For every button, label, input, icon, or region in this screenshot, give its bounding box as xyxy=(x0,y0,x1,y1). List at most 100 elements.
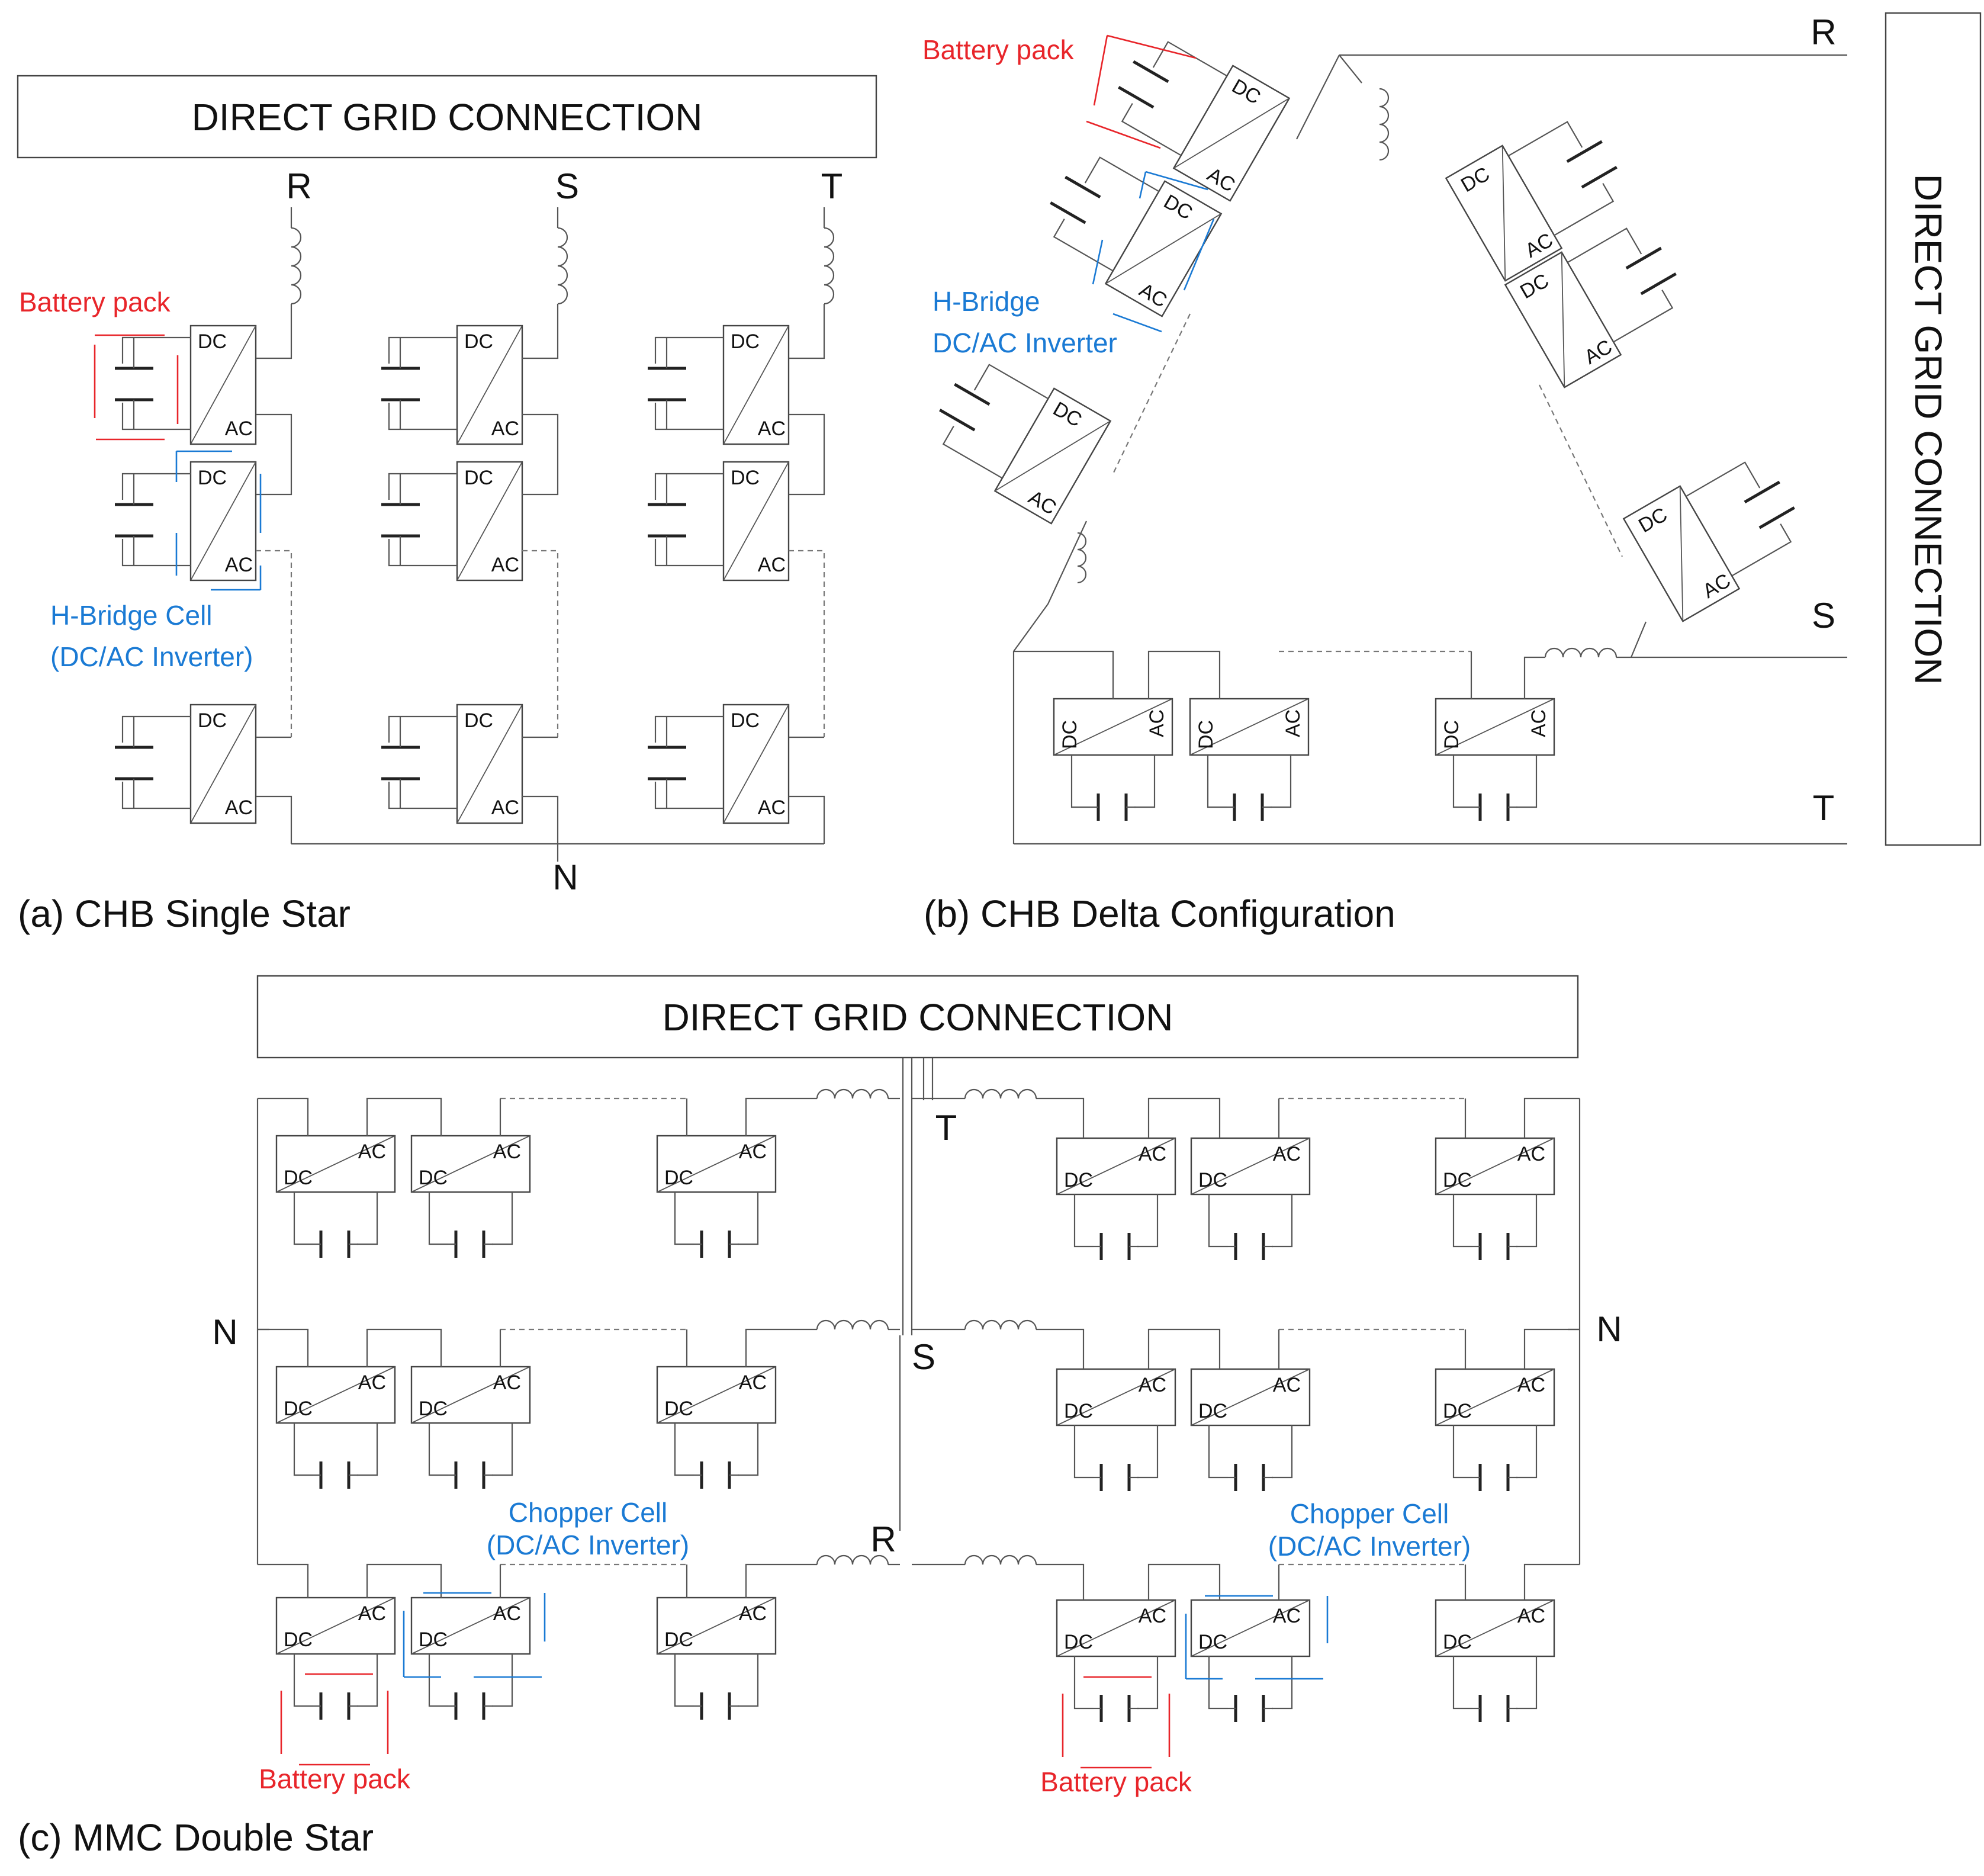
phase-label-t-a: T xyxy=(821,166,843,206)
ac-label: AC xyxy=(493,1602,521,1625)
panel-c: DIRECT GRID CONNECTION T S R N N ACDCACD… xyxy=(18,975,1622,1859)
hbridge-cell: DC AC xyxy=(644,704,790,824)
grid-connection-label-a: DIRECT GRID CONNECTION xyxy=(192,96,703,139)
dc-label: DC xyxy=(731,709,760,732)
battery-pack-highlight-b xyxy=(1086,34,1197,149)
chopper-cell: AC DC xyxy=(1435,1137,1555,1261)
ac-label: AC xyxy=(225,554,253,576)
ac-label: AC xyxy=(739,1602,767,1625)
neutral-label-a: N xyxy=(552,857,578,897)
dc-label: DC xyxy=(419,1398,448,1420)
phase-label-r-c: R xyxy=(870,1520,896,1559)
dc-label: DC xyxy=(1198,1400,1227,1422)
ac-label: AC xyxy=(1139,1374,1166,1396)
dc-label: DC xyxy=(1198,1169,1227,1191)
dc-label: DC xyxy=(1064,1169,1093,1191)
phase-label-t-c: T xyxy=(935,1108,957,1148)
dc-label: DC xyxy=(1440,720,1463,749)
neutral-label-right-c: N xyxy=(1596,1309,1622,1349)
chopper-cell: AC DC xyxy=(275,1135,396,1259)
caption-c: (c) MMC Double Star xyxy=(18,1816,374,1859)
ac-label: AC xyxy=(358,1141,386,1163)
battery-pack-highlight-a xyxy=(94,334,179,441)
dc-label: DC xyxy=(419,1628,448,1651)
ac-label: AC xyxy=(358,1371,386,1394)
chopper-cell: AC DC xyxy=(1056,1137,1176,1261)
chopper-cell: AC DC xyxy=(275,1366,396,1490)
dc-label: DC xyxy=(664,1167,693,1189)
dc-label: DC xyxy=(664,1398,693,1420)
ac-label: AC xyxy=(1282,709,1304,737)
hbridge-cell: DC AC xyxy=(111,461,257,582)
ac-label: AC xyxy=(758,554,786,576)
dc-label: DC xyxy=(664,1628,693,1651)
grid-connection-box-c xyxy=(256,975,1579,1059)
dc-label: DC xyxy=(464,467,493,489)
chopper-cell-highlight-left xyxy=(403,1592,546,1678)
battery-pack-label-b: Battery pack xyxy=(922,34,1075,65)
battery-pack-label-right-c: Battery pack xyxy=(1040,1766,1192,1797)
chopper-cell-label-right-line2: (DC/AC Inverter) xyxy=(1268,1531,1471,1562)
phase-label-r-a: R xyxy=(286,166,311,206)
dc-label: DC xyxy=(1443,1400,1472,1422)
dc-label: DC xyxy=(198,467,227,489)
chopper-cell-label-right-line1: Chopper Cell xyxy=(1290,1498,1449,1529)
ac-label: AC xyxy=(758,796,786,819)
ac-label: AC xyxy=(1273,1374,1301,1396)
dc-label: DC xyxy=(1195,720,1217,749)
dc-label: DC xyxy=(1064,1631,1093,1653)
hbridge-inverter-label-line2: DC/AC Inverter xyxy=(932,327,1117,358)
hbridge-cell-label-line2: (DC/AC Inverter) xyxy=(50,641,253,672)
dc-label: DC xyxy=(464,330,493,353)
chopper-cell: AC DC xyxy=(1056,1368,1176,1492)
chopper-cell: AC DC xyxy=(1190,1368,1311,1492)
chopper-cell: AC DC xyxy=(656,1596,777,1721)
ac-label: AC xyxy=(1139,1143,1166,1165)
grid-connection-box-b xyxy=(1885,12,1982,846)
hbridge-cell-highlight-a xyxy=(175,450,262,591)
ac-label: AC xyxy=(1273,1605,1301,1627)
chb-leg-t: DC AC DC AC DC AC xyxy=(644,207,835,844)
dc-label: DC xyxy=(731,467,760,489)
panel-b: DIRECT GRID CONNECTION R S T DCACDCACDCA… xyxy=(922,12,1982,935)
caption-b: (b) CHB Delta Configuration xyxy=(924,892,1395,935)
dc-label: DC xyxy=(284,1398,313,1420)
dc-label: DC xyxy=(1064,1400,1093,1422)
ac-label: AC xyxy=(739,1141,767,1163)
dc-label: DC xyxy=(284,1628,313,1651)
dc-label: DC xyxy=(731,330,760,353)
dc-label: DC xyxy=(284,1167,313,1189)
dc-label: DC xyxy=(1443,1631,1472,1653)
phase-label-t-b: T xyxy=(1813,788,1835,828)
battery-pack-label-a: Battery pack xyxy=(19,287,171,317)
ac-label: AC xyxy=(1139,1605,1166,1627)
chopper-cell: AC DC xyxy=(1056,1599,1176,1723)
grid-connection-label-c: DIRECT GRID CONNECTION xyxy=(663,996,1173,1039)
hbridge-cell: DC AC xyxy=(644,461,790,582)
battery-pack-highlight-left-c xyxy=(280,1673,389,1766)
dc-label: DC xyxy=(1443,1169,1472,1191)
ac-label: AC xyxy=(1517,1605,1545,1627)
ac-label: AC xyxy=(1517,1143,1545,1165)
grid-connection-box-a xyxy=(17,75,877,159)
hbridge-inverter-highlight-b xyxy=(1092,171,1215,333)
ac-label: AC xyxy=(758,417,786,440)
ac-label: AC xyxy=(739,1371,767,1394)
ac-label: AC xyxy=(491,796,519,819)
